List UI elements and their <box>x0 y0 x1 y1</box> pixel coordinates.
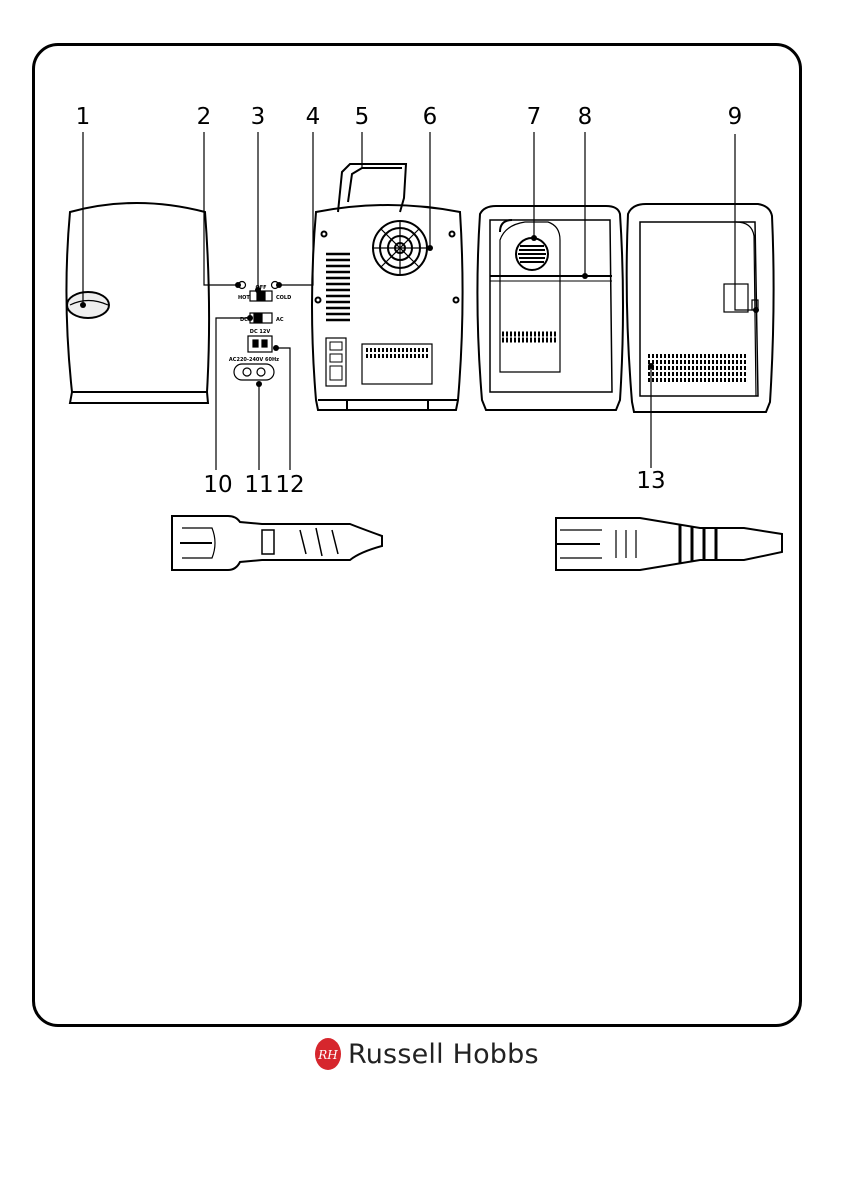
cold-label: COLD <box>276 295 291 301</box>
brand-footer: RH Russell Hobbs <box>314 1036 539 1072</box>
ac-socket <box>234 364 274 380</box>
callout-12: 12 <box>275 472 304 498</box>
callout-3: 3 <box>251 104 266 130</box>
callout-10: 10 <box>203 472 232 498</box>
callout-4: 4 <box>306 104 321 130</box>
callout-2: 2 <box>197 104 212 130</box>
rear-vent <box>326 254 350 320</box>
ac-label: AC <box>276 317 284 323</box>
callout-numbers: 1 2 3 4 5 6 7 8 9 10 11 12 13 <box>76 104 743 498</box>
callout-5: 5 <box>355 104 370 130</box>
off-label: OFF <box>255 285 266 291</box>
door-latch <box>724 284 748 312</box>
logo-monogram: RH <box>317 1048 338 1062</box>
callout-13: 13 <box>636 468 665 494</box>
leader-dots <box>80 235 759 387</box>
ac-rating-label: AC220-240V 60Hz <box>229 357 279 363</box>
callout-1: 1 <box>76 104 91 130</box>
fridge-interior-view <box>477 204 773 412</box>
dc12-label: DC 12V <box>250 329 271 335</box>
dc-power-cord <box>172 516 382 570</box>
fridge-rear-view <box>312 164 463 410</box>
hot-label: HOT <box>238 295 250 301</box>
callout-8: 8 <box>578 104 593 130</box>
leader-lines <box>83 132 756 470</box>
callout-6: 6 <box>423 104 438 130</box>
door-handle <box>67 292 109 318</box>
ac-power-cord <box>556 518 782 570</box>
rear-fan <box>373 221 427 275</box>
dc-label: DC <box>240 317 248 323</box>
brand-name: Russell Hobbs <box>348 1039 539 1070</box>
callout-11: 11 <box>244 472 273 498</box>
callout-9: 9 <box>728 104 743 130</box>
callout-7: 7 <box>527 104 542 130</box>
russell-hobbs-logo-icon: RH <box>314 1037 342 1071</box>
fridge-front-view <box>66 203 209 403</box>
dc-socket <box>248 336 272 352</box>
